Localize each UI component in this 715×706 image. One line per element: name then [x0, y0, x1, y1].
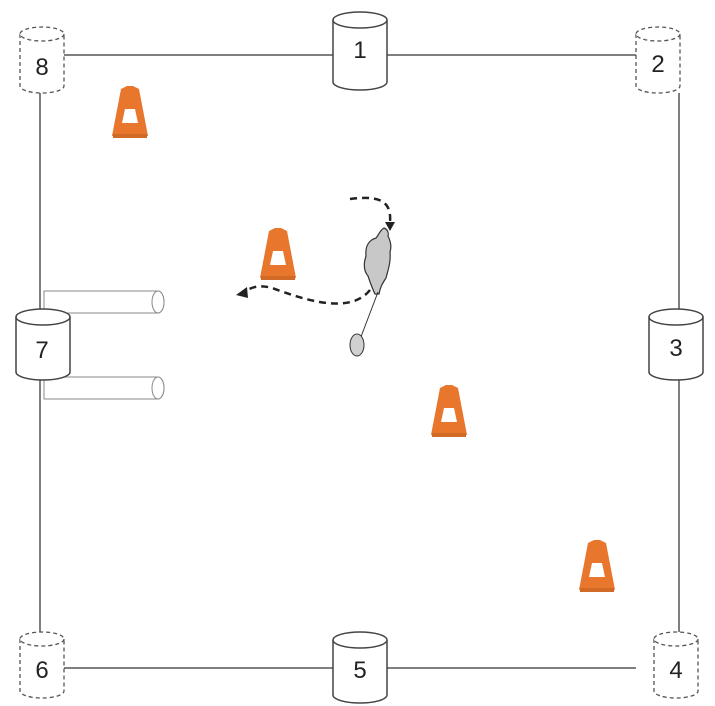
lunge-line-icon	[359, 292, 378, 342]
marker-5-label: 5	[353, 657, 366, 684]
marker-8-label: 8	[35, 54, 48, 81]
marker-7-label: 7	[35, 337, 48, 364]
handler-icon	[350, 334, 364, 356]
trajectory-arrowhead-left	[236, 287, 248, 298]
marker-4-label: 4	[669, 657, 682, 684]
marker-3: 3	[649, 309, 703, 380]
pole-lower	[44, 377, 164, 399]
marker-1: 1	[333, 12, 387, 90]
marker-7: 7	[16, 309, 70, 380]
traffic-cone-icon	[431, 385, 467, 437]
marker-6: 6	[20, 632, 64, 698]
marker-5: 5	[333, 632, 387, 703]
pole-upper	[44, 291, 164, 313]
traffic-cone-icon	[579, 540, 615, 592]
marker-6-label: 6	[35, 657, 48, 684]
traffic-cone-icon	[260, 228, 296, 280]
horse-and-rider-icon	[364, 228, 390, 294]
marker-2-label: 2	[651, 51, 664, 78]
marker-4: 4	[654, 632, 698, 698]
marker-3-label: 3	[669, 335, 682, 362]
marker-1-label: 1	[353, 37, 366, 64]
traffic-cone-icon	[112, 86, 148, 138]
marker-8: 8	[20, 27, 64, 93]
marker-2: 2	[636, 27, 680, 93]
